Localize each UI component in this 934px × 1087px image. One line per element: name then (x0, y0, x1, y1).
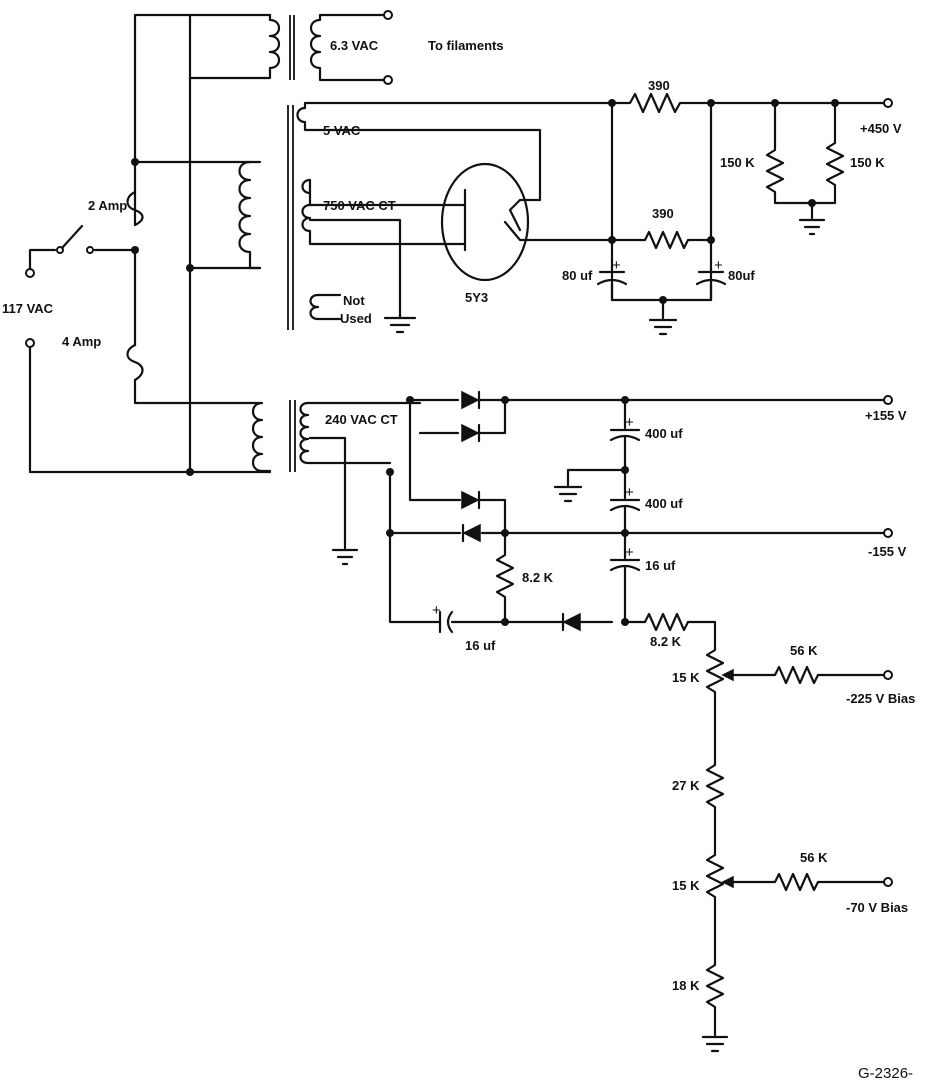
hv-filter (596, 92, 887, 336)
r27k-label: 27 K (672, 778, 700, 793)
bias-rectifiers (388, 390, 887, 642)
cap-plus-4: + (432, 602, 441, 619)
ground-icon (383, 316, 417, 334)
drawing-number: G-2326- (858, 1065, 913, 1082)
mains-terminal-bottom (25, 338, 35, 348)
not-used-label-2: Used (340, 311, 372, 326)
fuse-2-amp-label: 2 Amp (88, 198, 127, 213)
output-155v-pos-label: +155 V (865, 408, 907, 423)
c80-right-label: 80uf (728, 268, 755, 283)
rectifier-tube-5y3 (438, 162, 614, 282)
terminal-155v-neg (883, 528, 893, 538)
240vac-label: 240 VAC CT (325, 412, 398, 427)
pot15k-b-label: 15 K (672, 878, 700, 893)
cap-plus-3: + (625, 544, 634, 561)
terminal-70v-bias (883, 877, 893, 887)
output-155v-neg-label: -155 V (868, 544, 907, 559)
hv-transformer (238, 101, 614, 330)
fuse-4-amp-label: 4 Amp (62, 334, 101, 349)
terminal-225v-bias (883, 670, 893, 680)
750vac-label: 750 VAC CT (323, 198, 396, 213)
fuse-4-amp (126, 343, 144, 382)
filaments-label: To filaments (428, 38, 504, 53)
c400-top-label: 400 uf (645, 426, 683, 441)
fuse-2-amp (126, 160, 144, 227)
pot15k-a-label: 15 K (672, 670, 700, 685)
r56k-b-label: 56 K (800, 850, 828, 865)
r390-mid-label: 390 (652, 206, 674, 221)
r82k-a-label: 8.2 K (522, 570, 554, 585)
r56k-a-label: 56 K (790, 643, 818, 658)
c16-a-label: 16 uf (645, 558, 676, 573)
mains-terminal-top (25, 268, 35, 278)
r150k-right-label: 150 K (850, 155, 885, 170)
r390-top-label: 390 (648, 78, 670, 93)
filament-transformer (188, 13, 387, 82)
output-225v-label: -225 V Bias (846, 691, 915, 706)
not-used-label-1: Not (343, 293, 365, 308)
c16-b-label: 16 uf (465, 638, 496, 653)
c80-left-label: 80 uf (562, 268, 593, 283)
tube-label: 5Y3 (465, 290, 488, 305)
output-450v-label: +450 V (860, 121, 902, 136)
c400-bottom-label: 400 uf (645, 496, 683, 511)
cap-plus-5: + (612, 257, 621, 274)
power-switch (56, 224, 94, 254)
filament-voltage-label: 6.3 VAC (330, 38, 379, 53)
cap-plus-6: + (714, 257, 723, 274)
bias-transformer (248, 400, 422, 566)
r18k-label: 18 K (672, 978, 700, 993)
terminal-450v (883, 98, 893, 108)
r82k-b-label: 8.2 K (650, 634, 682, 649)
output-70v-label: -70 V Bias (846, 900, 908, 915)
mains-label: 117 VAC (2, 301, 54, 316)
5vac-label: 5 VAC (323, 123, 361, 138)
bias-divider (701, 638, 887, 1053)
r150k-left-label: 150 K (720, 155, 755, 170)
cap-plus-1: + (625, 414, 634, 431)
cap-plus-2: + (625, 484, 634, 501)
terminal-155v-pos (883, 395, 893, 405)
